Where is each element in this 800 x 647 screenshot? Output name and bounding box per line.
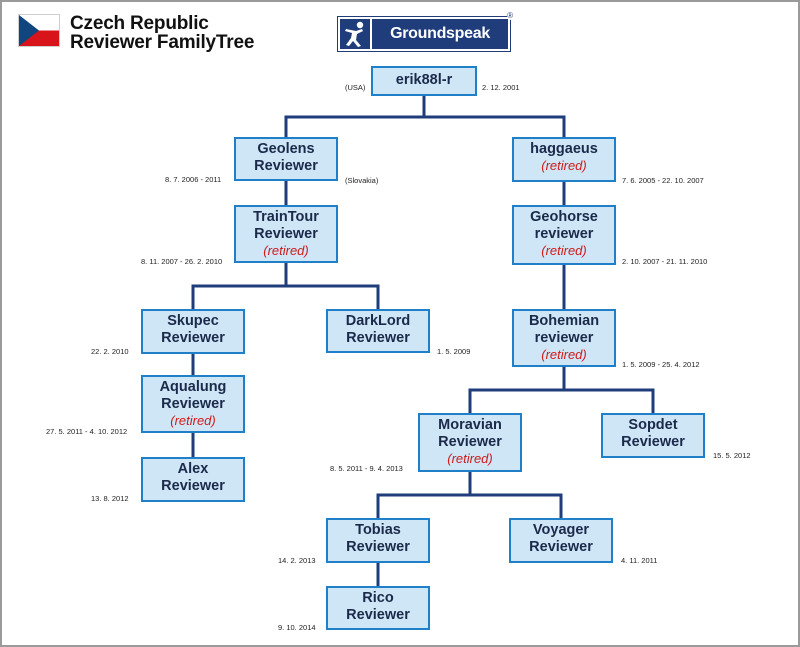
node-role: Reviewer [254,226,318,242]
node-name: Tobias [355,522,401,538]
node-name: haggaeus [530,141,598,157]
retired-label: (retired) [170,413,216,428]
node-role: Reviewer [346,607,410,623]
date-label: 8. 11. 2007 - 26. 2. 2010 [141,257,223,266]
node-role: Reviewer [529,539,593,555]
date-label: 2. 10. 2007 - 21. 11. 2010 [622,257,708,266]
date-label: 14. 2. 2013 [278,556,316,565]
node-name: Rico [362,590,394,606]
node-name: erik88l-r [395,72,453,88]
date-label: 13. 8. 2012 [91,494,129,503]
date-label: 8. 5. 2011 - 9. 4. 2013 [330,464,403,473]
node-erik88l-r: erik88l-r [371,66,477,96]
date-label: 8. 7. 2006 - 2011 [165,175,222,184]
node-name: Bohemian [528,313,600,329]
date-label: 7. 6. 2005 - 22. 10. 2007 [622,176,704,185]
node-name: Geolens [257,141,315,157]
node-haggaeus: haggaeus(retired) [512,137,616,182]
node-name: DarkLord [345,313,411,329]
node-role: Reviewer [346,539,410,555]
retired-label: (retired) [541,158,587,173]
node-role: Reviewer [161,330,225,346]
node-role: reviewer [534,226,594,242]
retired-label: (retired) [263,243,309,258]
date-label: 1. 5. 2009 - 25. 4. 2012 [622,360,700,369]
date-label: 27. 5. 2011 - 4. 10. 2012 [46,427,128,436]
date-label: 1. 5. 2009 [437,347,471,356]
node-role: Reviewer [346,330,410,346]
node-name: Aqualung [159,379,227,395]
czech-flag-icon [18,14,60,47]
node-role: Reviewer [438,434,502,450]
logo-wordmark: Groundspeak [372,19,508,49]
node-role: Reviewer [161,396,225,412]
retired-label: (retired) [541,347,587,362]
groundspeak-figure-icon [340,19,370,49]
node-name: Skupec [167,313,219,329]
registered-mark: ® [507,11,513,20]
date-label: 4. 11. 2011 [621,556,658,565]
title-line-subtitle: Reviewer FamilyTree [70,32,255,53]
node-role: reviewer [534,330,594,346]
node-name: Sopdet [628,417,678,433]
country-note: (USA) [345,83,366,92]
node-name: Voyager [532,522,590,538]
retired-label: (retired) [447,451,493,466]
node-name: TrainTour [253,209,319,225]
date-label: 2. 12. 2001 [482,83,520,92]
retired-label: (retired) [541,243,587,258]
date-label: 15. 5. 2012 [713,451,751,460]
country-note: (Slovakia) [345,176,379,185]
date-label: 9. 10. 2014 [278,623,316,632]
date-label: 22. 2. 2010 [91,347,129,356]
node-name: Moravian [438,417,502,433]
page-title: Czech Republic Reviewer FamilyTree [70,14,254,52]
node-name: Alex [177,461,209,477]
node-role: Reviewer [161,478,225,494]
title-line-country: Czech Republic [70,13,209,34]
groundspeak-logo: Groundspeak ® [337,11,513,52]
node-role: Reviewer [621,434,685,450]
node-role: Reviewer [254,158,318,174]
node-name: Geohorse [530,209,598,225]
